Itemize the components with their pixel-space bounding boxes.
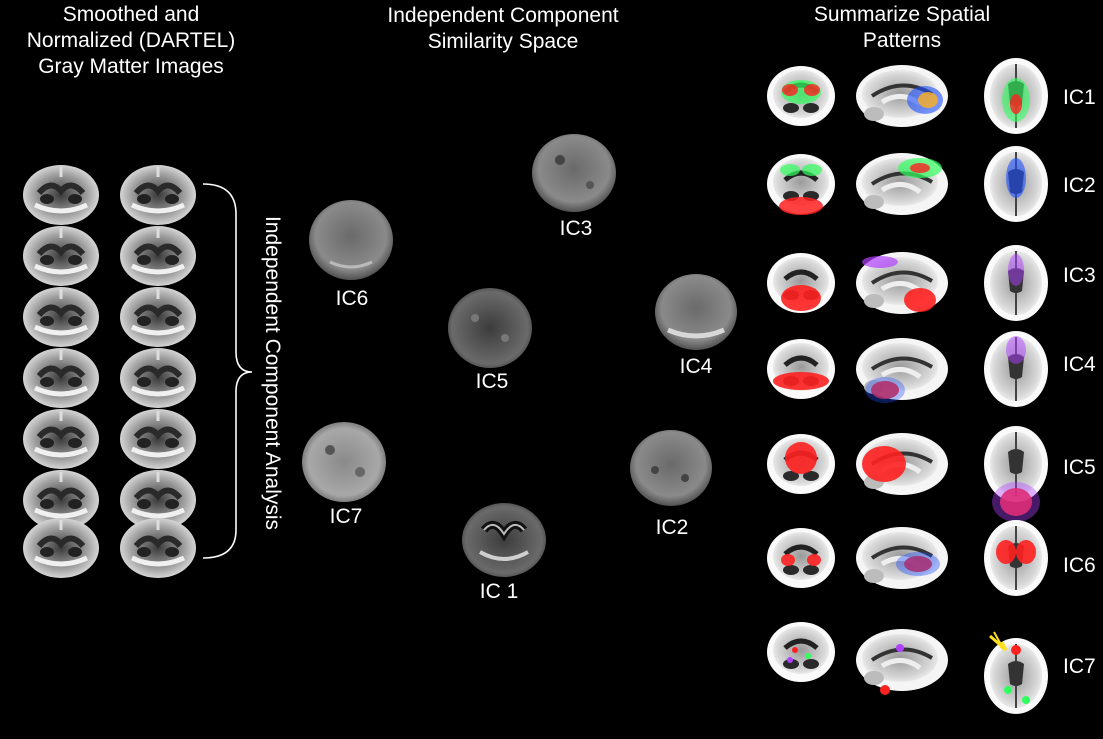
yellow-arrow-icon: [989, 631, 1008, 652]
title-line: Smoothed and: [62, 3, 200, 26]
row-label-ic2: IC2: [1063, 174, 1096, 197]
pattern-row-ic4: [767, 330, 1049, 408]
pattern-row-ic6: [767, 519, 1049, 597]
ic5-blob: [448, 288, 532, 368]
title-line: Summarize Spatial: [813, 3, 991, 26]
title-line: Similarity Space: [427, 30, 579, 53]
ic4-label: IC4: [679, 355, 713, 378]
ic6-blob: [309, 200, 393, 280]
pattern-row-ic5: [767, 425, 1049, 522]
ic1-label: IC 1: [479, 580, 519, 603]
title-line: Gray Matter Images: [38, 55, 224, 78]
ic3-label: IC3: [559, 217, 593, 240]
pattern-row-ic3: [767, 244, 1049, 322]
ic5-label: IC5: [475, 370, 509, 393]
title-gray-matter-images: Smoothed and Normalized (DARTEL) Gray Ma…: [0, 2, 262, 80]
ic7-blob: [302, 422, 386, 502]
pattern-row-ic1: [767, 57, 1049, 135]
title-line: Normalized (DARTEL): [26, 29, 236, 52]
pattern-row-ic7: [767, 622, 1049, 715]
row-label-ic4: IC4: [1063, 353, 1096, 376]
title-similarity-space: Independent Component Similarity Space: [348, 3, 658, 55]
title-spatial-patterns: Summarize Spatial Patterns: [772, 2, 1032, 54]
ic7-label: IC7: [329, 505, 363, 528]
ic2-blob: [630, 430, 712, 506]
ic2-label: IC2: [655, 516, 689, 539]
ic6-label: IC6: [335, 287, 369, 310]
title-line: Independent Component: [387, 4, 619, 27]
title-line: Patterns: [862, 29, 942, 52]
row-label-ic1: IC1: [1063, 86, 1096, 109]
row-label-ic5: IC5: [1063, 456, 1096, 479]
ic3-blob: [532, 134, 616, 212]
row-label-ic7: IC7: [1063, 655, 1096, 678]
ic4-blob: [655, 274, 737, 350]
pattern-row-ic2: [767, 145, 1049, 223]
row-label-ic6: IC6: [1063, 554, 1096, 577]
curly-bracket: [202, 183, 253, 559]
row-label-ic3: IC3: [1063, 264, 1096, 287]
ic1-blob: [462, 503, 546, 577]
